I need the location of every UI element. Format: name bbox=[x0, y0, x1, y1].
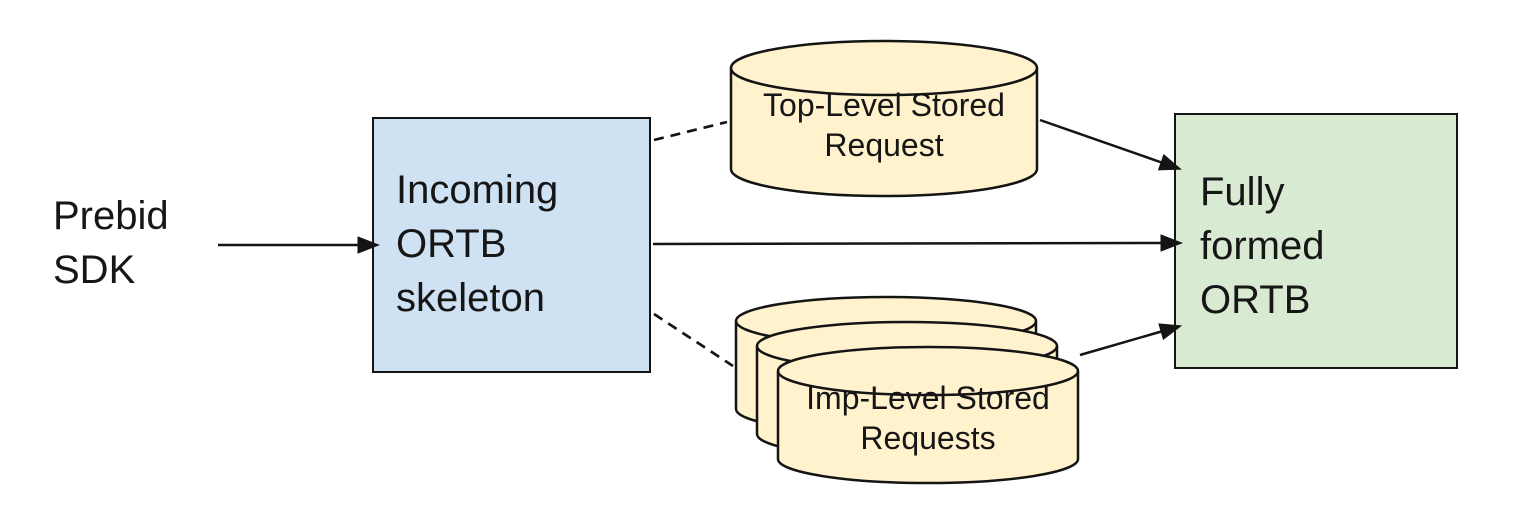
fully-formed-ortb-box bbox=[1174, 113, 1458, 369]
incoming-ortb-label: Incoming ORTB skeleton bbox=[396, 168, 559, 320]
prebid-sdk-label: Prebid SDK bbox=[53, 194, 169, 292]
edge-incoming-to-imp-stored bbox=[653, 312, 734, 368]
edge-incoming-to-fully-formed bbox=[652, 234, 1183, 252]
edge-top-stored-to-fully-formed bbox=[1039, 118, 1182, 171]
edge-incoming-to-top-stored bbox=[653, 120, 728, 142]
top-stored-request-label: Top-Level Stored Request bbox=[763, 87, 1005, 163]
incoming-ortb-box bbox=[372, 117, 651, 373]
edge-imp-stored-to-fully-formed bbox=[1079, 323, 1183, 357]
imp-stored-requests-label: Imp-Level Stored Requests bbox=[806, 380, 1050, 456]
fully-formed-ortb-label: Fully formed ORTB bbox=[1200, 170, 1325, 322]
